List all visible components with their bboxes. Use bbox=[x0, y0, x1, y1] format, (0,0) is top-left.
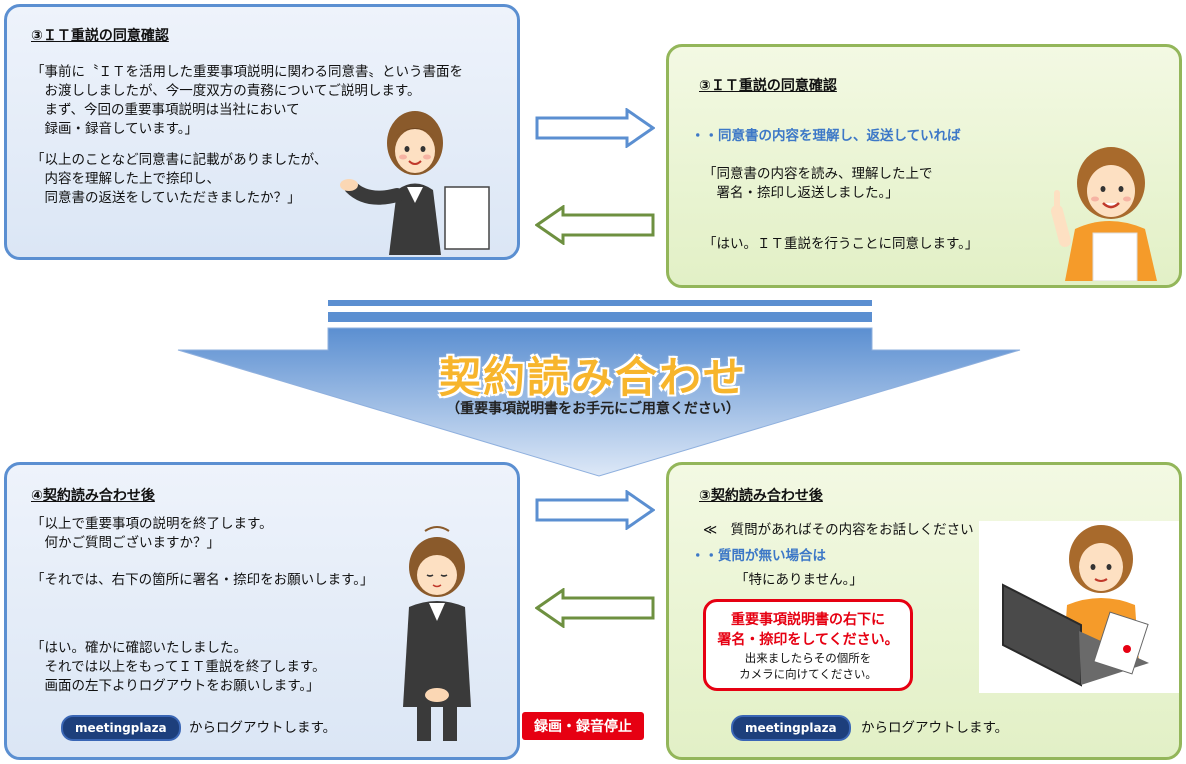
notice-line-2: 署名・捺印をしてください。 bbox=[717, 632, 899, 648]
agent-speech-2: 「以上のことなど同意書に記載がありましたが、 内容を理解した上で捺印し、 同意書… bbox=[31, 152, 328, 206]
panel-title: ③ＩＴ重説の同意確認 bbox=[699, 78, 837, 94]
notice-line-1: 重要事項説明書の右下に bbox=[731, 612, 885, 628]
condition-bullet: ・・同意書の内容を理解し、返送していれば bbox=[691, 128, 961, 144]
agent-speech-1: 「事前に〝ＩＴを活用した重要事項説明に関わる同意書〟という書面を お渡ししました… bbox=[31, 64, 463, 137]
agent-woman-illustration bbox=[340, 111, 490, 255]
banner-subtitle: （重要事項説明書をお手元にご用意ください） bbox=[446, 401, 740, 417]
panel-title: ③契約読み合わせ後 bbox=[699, 488, 823, 504]
arrow-left-top bbox=[535, 205, 655, 245]
arrow-right-bottom bbox=[535, 490, 655, 530]
panel-after-reading-agent: ④契約読み合わせ後 「以上で重要事項の説明を終了します。 何かご質問ございますか… bbox=[4, 462, 520, 760]
agent-speech-1: 「以上で重要事項の説明を終了します。 何かご質問ございますか？」 bbox=[31, 516, 273, 551]
panel-it-consent-agent: ③ＩＴ重説の同意確認 「事前に〝ＩＴを活用した重要事項説明に関わる同意書〟という… bbox=[4, 4, 520, 260]
arrow-right-top bbox=[535, 108, 655, 148]
customer-woman-illustration bbox=[1051, 147, 1157, 281]
customer-with-laptop-illustration bbox=[1002, 525, 1149, 687]
customer-answer: 「特にありません。」 bbox=[735, 572, 863, 588]
condition-bullet: ・・質問が無い場合は bbox=[691, 548, 826, 564]
notice-line-4: カメラに向けてください。 bbox=[739, 667, 877, 681]
arrow-left-bottom bbox=[535, 588, 655, 628]
agent-speech-2: 「それでは、右下の箇所に署名・捺印をお願いします。」 bbox=[31, 572, 374, 588]
notice-line-3: 出来ましたらその個所を bbox=[744, 651, 872, 665]
panel-title: ④契約読み合わせ後 bbox=[31, 488, 155, 504]
signature-instruction: 重要事項説明書の右下に 署名・捺印をしてください。 出来ましたらその個所を カメ… bbox=[703, 599, 913, 691]
recording-stop-label: 録画・録音停止 bbox=[522, 712, 644, 740]
customer-speech-2: 「はい。ＩＴ重説を行うことに同意します。」 bbox=[703, 236, 979, 252]
agent-speech-3: 「はい。確かに確認いたしました。 それでは以上をもってＩＴ重説を終了します。 画… bbox=[31, 640, 326, 694]
bowing-agent-illustration bbox=[403, 526, 471, 741]
question-prompt: ≪ 質問があればその内容をお話しください ≫ bbox=[703, 522, 1002, 538]
reading-banner-arrow bbox=[177, 300, 1021, 477]
logout-text: からログアウトします。 bbox=[189, 720, 337, 736]
banner-title: 契約読み合わせ bbox=[438, 353, 747, 402]
meetingplaza-logo: meetingplaza bbox=[731, 715, 851, 741]
panel-it-consent-customer: ③ＩＴ重説の同意確認 ・・同意書の内容を理解し、返送していれば 「同意書の内容を… bbox=[666, 44, 1182, 288]
meetingplaza-logo: meetingplaza bbox=[61, 715, 181, 741]
logout-text: からログアウトします。 bbox=[861, 720, 1009, 736]
panel-title: ③ＩＴ重説の同意確認 bbox=[31, 28, 169, 44]
panel-after-reading-customer: ③契約読み合わせ後 ≪ 質問があればその内容をお話しください ≫ ・・質問が無い… bbox=[666, 462, 1182, 760]
customer-speech-1: 「同意書の内容を読み、理解した上で 署名・捺印し返送しました。」 bbox=[703, 166, 933, 201]
